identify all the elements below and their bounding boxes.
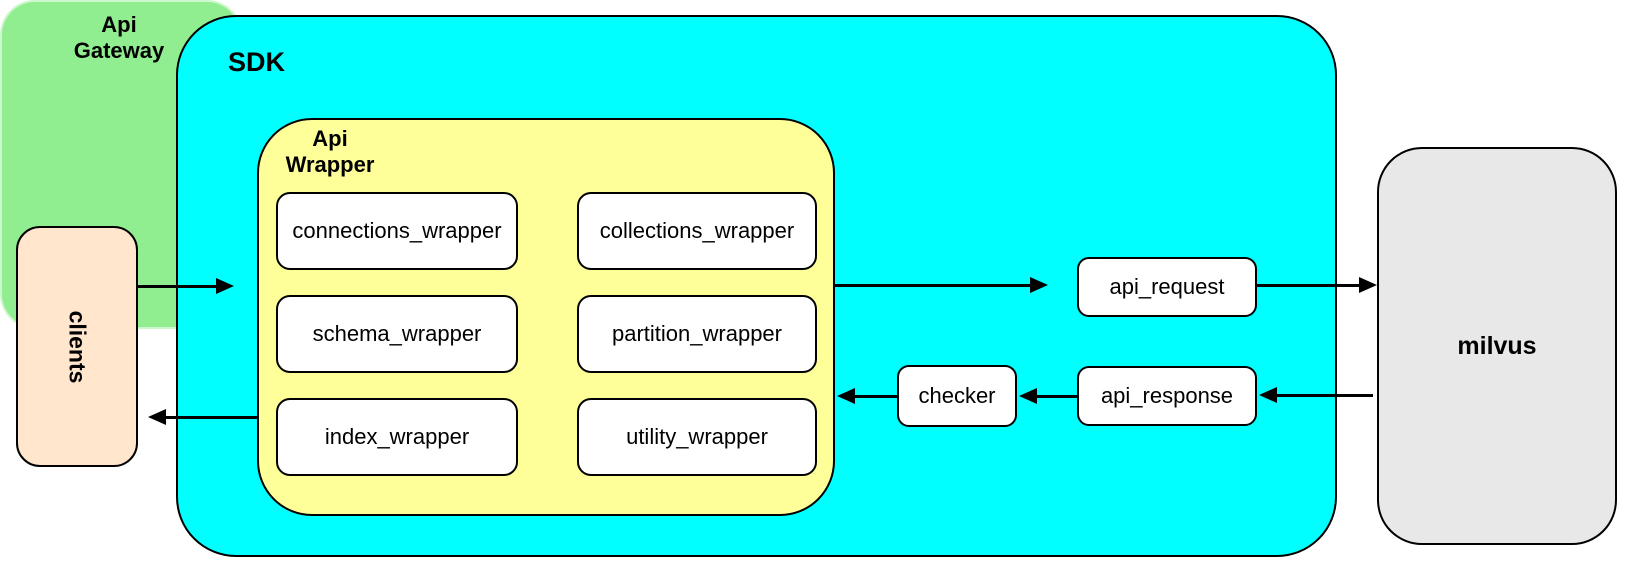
api-wrapper-label: Api Wrapper (265, 126, 395, 178)
arrow-request-to-milvus-line (1257, 284, 1360, 287)
api-response-node: api_response (1077, 366, 1257, 426)
arrow-clients-to-sdk-line (138, 285, 217, 288)
arrow-milvus-to-response-line (1277, 394, 1373, 397)
arrow-wrapper-to-gateway-line (835, 284, 1031, 287)
sdk-label: SDK (228, 47, 286, 77)
connections-wrapper-node: connections_wrapper (276, 192, 518, 270)
arrow-wrapper-to-gateway-head-icon (1030, 277, 1048, 293)
clients-label: clients (64, 310, 91, 383)
arrow-response-to-checker-line (1037, 395, 1077, 398)
arrow-response-to-checker-head-icon (1019, 388, 1037, 404)
arrow-checker-to-wrapper-line (855, 395, 897, 398)
clients-node: clients (16, 226, 138, 467)
api-wrapper-label-line1: Api (312, 126, 348, 151)
arrow-milvus-to-response-head-icon (1259, 387, 1277, 403)
partition-wrapper-node: partition_wrapper (577, 295, 817, 373)
utility-wrapper-node: utility_wrapper (577, 398, 817, 476)
arrow-checker-to-wrapper-head-icon (837, 388, 855, 404)
api-gateway-label-line2: Gateway (73, 38, 165, 63)
index-wrapper-node: index_wrapper (276, 398, 518, 476)
arrow-clients-to-sdk-head-icon (216, 278, 234, 294)
collections-wrapper-node: collections_wrapper (577, 192, 817, 270)
api-gateway-label: Api Gateway (54, 12, 184, 64)
arrow-wrapper-to-clients-line (166, 416, 257, 419)
arrow-request-to-milvus-head-icon (1359, 277, 1377, 293)
arrow-wrapper-to-clients-head-icon (148, 409, 166, 425)
api-gateway-label-line1: Api (101, 12, 137, 37)
api-request-node: api_request (1077, 257, 1257, 317)
api-wrapper-label-line2: Wrapper (285, 152, 375, 177)
milvus-node: milvus (1377, 147, 1617, 545)
schema-wrapper-node: schema_wrapper (276, 295, 518, 373)
checker-node: checker (897, 365, 1017, 427)
